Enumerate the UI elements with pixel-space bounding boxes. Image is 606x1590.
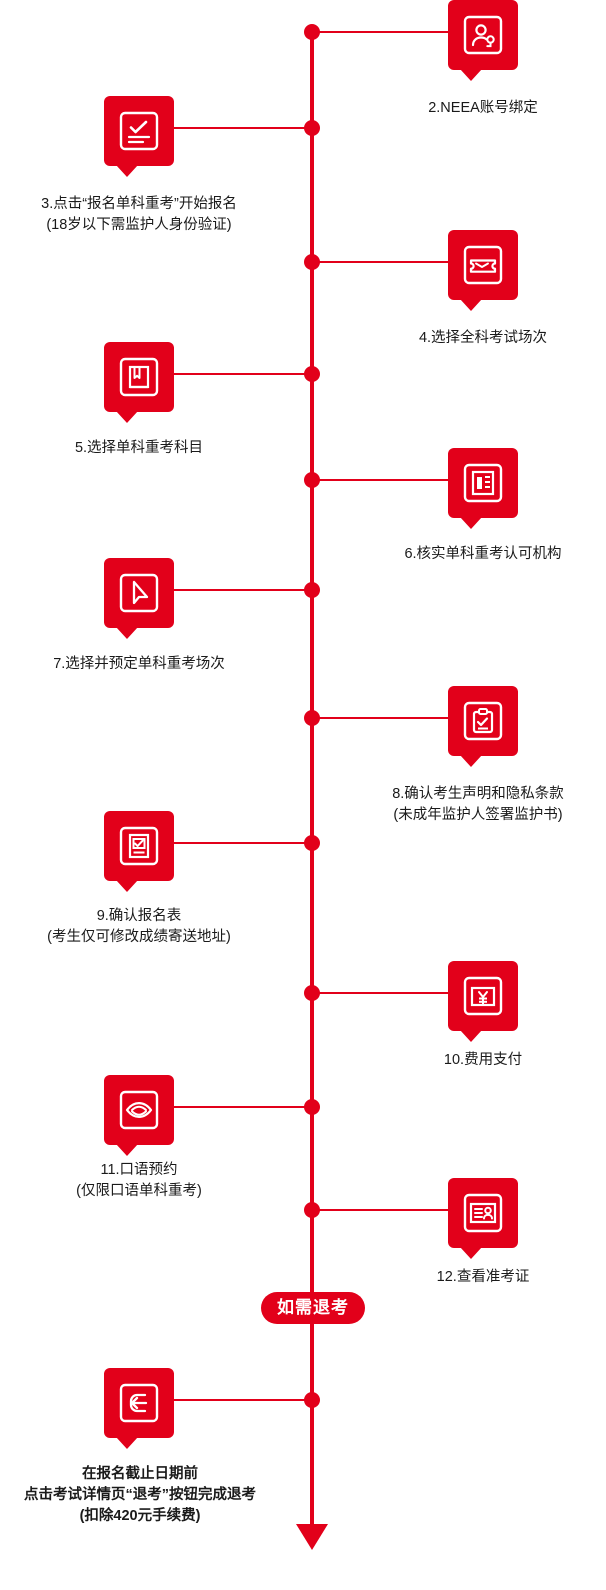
timeline-arrowhead — [296, 1524, 328, 1550]
node-dot-5 — [304, 366, 320, 382]
step-icon-4 — [448, 230, 518, 311]
refund-pill: 如需退考 — [261, 1292, 365, 1324]
step-icon-11 — [104, 1075, 174, 1156]
step-icon-3 — [104, 96, 174, 177]
node-dot-4 — [304, 254, 320, 270]
connector-9 — [174, 842, 306, 844]
step-caption-13: 在报名截止日期前 点击考试详情页“退考”按钮完成退考 (扣除420元手续费) — [24, 1466, 256, 1524]
connector-5 — [174, 373, 306, 375]
badge-tail — [116, 1144, 138, 1156]
badge-tail — [460, 1030, 482, 1042]
node-dot-9 — [304, 835, 320, 851]
step-icon-7 — [104, 558, 174, 639]
connector-2 — [318, 31, 448, 33]
badge-tail — [460, 517, 482, 529]
badge-tail — [116, 880, 138, 892]
node-dot-6 — [304, 472, 320, 488]
step-caption-11: 11.口语预约 (仅限口语单科重考) — [76, 1162, 202, 1199]
step-icon-6 — [448, 448, 518, 529]
timeline-spine — [310, 28, 314, 1528]
connector-4 — [318, 261, 448, 263]
connector-12 — [318, 1209, 448, 1211]
step-caption-12: 12.查看准考证 — [436, 1269, 530, 1285]
badge-tail — [116, 627, 138, 639]
step-caption-8: 8.确认考生声明和隐私条款 (未成年监护人签署监护书) — [392, 786, 564, 823]
step-icon-2 — [448, 0, 518, 81]
step-caption-7: 7.选择并预定单科重考场次 — [53, 656, 225, 672]
step-icon-5 — [104, 342, 174, 423]
badge-tail — [460, 299, 482, 311]
node-dot-13 — [304, 1392, 320, 1408]
step-caption-2: 2.NEEA账号绑定 — [428, 100, 538, 116]
node-dot-8 — [304, 710, 320, 726]
step-caption-6: 6.核实单科重考认可机构 — [404, 546, 562, 562]
node-dot-10 — [304, 985, 320, 1001]
connector-7 — [174, 589, 306, 591]
step-icon-10 — [448, 961, 518, 1042]
connector-11 — [174, 1106, 306, 1108]
step-icon-9 — [104, 811, 174, 892]
badge-tail — [116, 1437, 138, 1449]
badge-tail — [460, 755, 482, 767]
badge-tail — [116, 165, 138, 177]
node-dot-7 — [304, 582, 320, 598]
badge-tail — [460, 1247, 482, 1259]
step-caption-10: 10.费用支付 — [443, 1052, 523, 1068]
node-dot-2 — [304, 24, 320, 40]
step-icon-13 — [104, 1368, 174, 1449]
connector-13 — [174, 1399, 306, 1401]
node-dot-12 — [304, 1202, 320, 1218]
connector-8 — [318, 717, 448, 719]
node-dot-3 — [304, 120, 320, 136]
step-caption-4: 4.选择全科考试场次 — [418, 330, 548, 346]
badge-tail — [116, 411, 138, 423]
badge-tail — [460, 69, 482, 81]
step-icon-8 — [448, 686, 518, 767]
step-caption-9: 9.确认报名表 (考生仅可修改成绩寄送地址) — [47, 908, 231, 945]
step-icon-12 — [448, 1178, 518, 1259]
connector-3 — [174, 127, 306, 129]
step-caption-5: 5.选择单科重考科目 — [74, 440, 204, 456]
node-dot-11 — [304, 1099, 320, 1115]
connector-6 — [318, 479, 448, 481]
step-caption-3: 3.点击“报名单科重考”开始报名 (18岁以下需监护人身份验证) — [41, 196, 237, 233]
connector-10 — [318, 992, 448, 994]
